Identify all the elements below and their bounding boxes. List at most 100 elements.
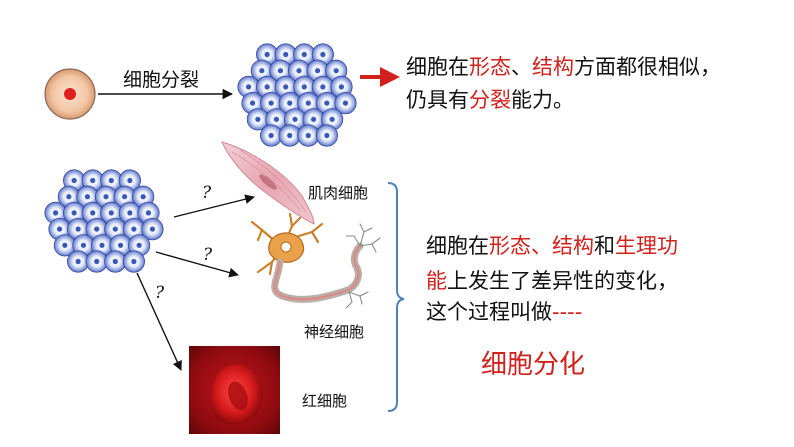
cell-nucleus [268, 100, 274, 106]
muscle-cell-label: 肌肉细胞 [308, 184, 369, 202]
cell-nucleus [62, 242, 68, 248]
division-label: 细胞分裂 [123, 69, 200, 91]
cell-nucleus [301, 51, 307, 58]
cell-nucleus [314, 68, 321, 74]
cell-nucleus [108, 177, 114, 184]
cell-nucleus [75, 258, 81, 265]
cell-nucleus [255, 116, 261, 122]
statement1-segment: 能力。 [511, 88, 574, 112]
arrow-to-nerve [155, 251, 239, 278]
statement2-line2: 能上发生了差异性的变化， [426, 265, 678, 297]
cell-nucleus [296, 68, 302, 74]
statement2-dashes: ---- [552, 300, 583, 324]
zygote-cell [44, 68, 96, 120]
cell-nucleus [145, 210, 152, 216]
cell-nucleus [108, 210, 114, 216]
statement1-segment: 方面都很相似， [574, 55, 721, 79]
statement2-segment: 上发生了差异性的变化， [447, 269, 678, 293]
cell-nucleus [324, 132, 330, 139]
cell-nucleus [80, 242, 87, 248]
cell-nucleus [310, 116, 317, 122]
cell-nucleus [52, 210, 59, 216]
cell-nucleus [90, 177, 96, 184]
cell-nucleus [259, 68, 265, 74]
cell-nucleus [283, 51, 289, 58]
statement2-keyword-function: 生理功 [615, 234, 678, 258]
cell-nucleus [90, 210, 96, 216]
statement1-line1: 细胞在形态、结构方面都很相似， [406, 52, 721, 82]
arrow-to-muscle [173, 194, 255, 218]
statement1-segment: 细胞在 [406, 55, 469, 79]
cell-nucleus [273, 116, 280, 122]
cell-nucleus [127, 177, 133, 184]
statement2-segment: 这个过程叫做 [426, 300, 552, 324]
cell-nucleus [117, 242, 124, 248]
cell-nucleus [149, 226, 156, 232]
cell-nucleus [71, 177, 77, 184]
cell-nucleus [131, 258, 137, 265]
cell-nucleus [127, 210, 133, 216]
statement1-line2: 仍具有分裂能力。 [406, 85, 574, 115]
cell-nucleus [66, 194, 72, 200]
cell-nucleus [342, 100, 349, 106]
dividing-cell-cluster [237, 43, 357, 147]
statement1-segment: 仍具有 [406, 88, 469, 112]
cell-nucleus [71, 210, 77, 216]
cell-nucleus [264, 51, 270, 58]
question-mark-muscle: ? [202, 183, 212, 203]
question-mark-nerve: ? [203, 245, 213, 265]
cell-nucleus [277, 68, 284, 74]
statement1-keyword-form: 形态 [469, 55, 511, 79]
cell-nucleus [94, 226, 100, 232]
statement2-keyword-function-end: 能 [426, 269, 447, 293]
cell-nucleus [329, 116, 335, 122]
source-cell-cluster [44, 169, 164, 273]
cell-nucleus [99, 242, 105, 248]
muscle-cell-illustration [221, 141, 315, 225]
cell-nucleus [136, 242, 142, 248]
cell-nucleus [84, 194, 91, 200]
cell-nucleus [338, 84, 345, 90]
red-blood-cell-label: 红细胞 [302, 392, 348, 410]
cell-nucleus [287, 132, 293, 139]
cell-nucleus [131, 226, 137, 232]
statement2-segment: 和 [594, 234, 615, 258]
cell-nucleus [140, 194, 146, 200]
cell-nucleus [112, 226, 118, 232]
cell-nucleus [268, 132, 274, 139]
cell-nucleus [94, 258, 100, 265]
nerve-cell-illustration [250, 212, 381, 309]
cell-nucleus [249, 100, 256, 106]
cell-nucleus [103, 194, 109, 200]
statement2-line3: 这个过程叫做---- [426, 296, 582, 328]
statement1-keyword-division: 分裂 [469, 88, 511, 112]
red-blood-cell-illustration [189, 346, 280, 434]
cell-nucleus [264, 84, 270, 90]
nerve-cell-label: 神经细胞 [304, 323, 365, 341]
question-mark-red-blood: ? [155, 283, 165, 303]
statement2-segment: 细胞在 [426, 234, 489, 258]
cell-nucleus [56, 226, 63, 232]
cell-nucleus [292, 116, 298, 122]
cell-nucleus [301, 84, 307, 90]
cell-nucleus [75, 226, 81, 232]
arrow-to-red-blood [136, 272, 182, 371]
cell-nucleus [305, 100, 311, 106]
cell-nucleus [324, 100, 330, 106]
cell-nucleus [320, 84, 326, 90]
cell-nucleus [320, 51, 326, 58]
statement1-segment: 、 [511, 55, 532, 79]
cell-nucleus [112, 258, 118, 265]
cell-nucleus [245, 84, 252, 90]
cell-differentiation-term: 细胞分化 [481, 350, 586, 380]
statement1-keyword-structure: 结构 [532, 55, 574, 79]
cell-nucleus [121, 194, 128, 200]
statement2-keyword-form-structure: 形态、结构 [489, 234, 594, 258]
grouping-bracket [387, 182, 405, 412]
cell-nucleus [287, 100, 293, 106]
cell-nucleus [283, 84, 289, 90]
cell-nucleus [333, 68, 339, 74]
cell-nucleus [305, 132, 311, 139]
